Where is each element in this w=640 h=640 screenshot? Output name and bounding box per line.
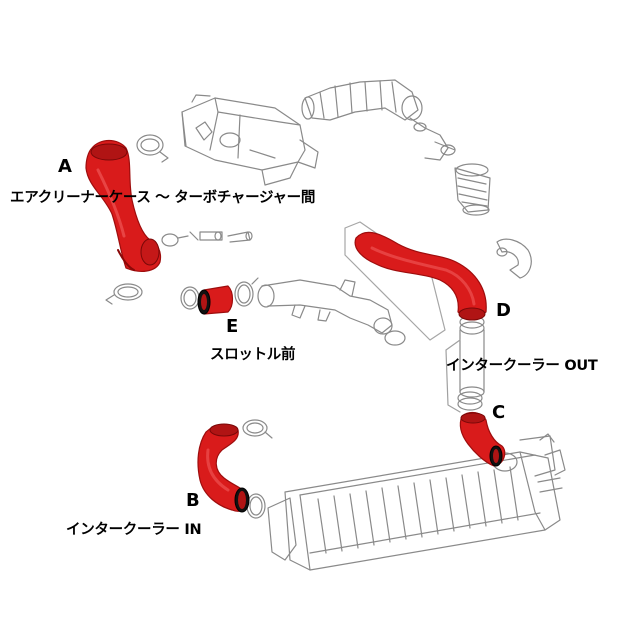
silicone-hoses: [85, 139, 506, 513]
intercooler: [267, 433, 566, 571]
label-a-letter: A: [58, 156, 72, 177]
air-cleaner-case: [181, 94, 319, 186]
hose-e: [197, 285, 234, 315]
hose-d: [354, 231, 487, 321]
label-e-text: スロットル前: [210, 347, 296, 363]
clamp-throttle: [384, 330, 406, 346]
clamp-d-bottom: [457, 391, 483, 405]
label-d-text: インタークーラー OUT: [446, 358, 598, 374]
clamp-a-side: [161, 233, 179, 247]
clamp-a-bottom: [113, 283, 143, 301]
corrugated-bellow: [454, 163, 491, 216]
right-bracket: [496, 238, 532, 279]
clamp-e-right: [234, 281, 254, 307]
label-b-text: インタークーラー IN: [66, 522, 202, 538]
clamp-b-top: [242, 419, 268, 437]
throttle-pipe: [257, 279, 393, 335]
label-c-letter: C: [492, 402, 506, 423]
label-d-letter: D: [496, 300, 511, 321]
hose-c: [459, 411, 506, 467]
label-a-text: エアクリーナーケース 〜 ターボチャージャー間: [10, 190, 316, 206]
small-fittings: [199, 231, 253, 243]
intake-corrugated-hose: [301, 79, 456, 161]
label-b-letter: B: [186, 490, 200, 511]
leader-line: [445, 339, 461, 413]
label-e-letter: E: [226, 316, 239, 337]
hose-b: [197, 423, 250, 513]
clamp-a-top: [136, 134, 164, 156]
perspective-panel: [344, 221, 446, 341]
hose-a: [85, 139, 162, 272]
